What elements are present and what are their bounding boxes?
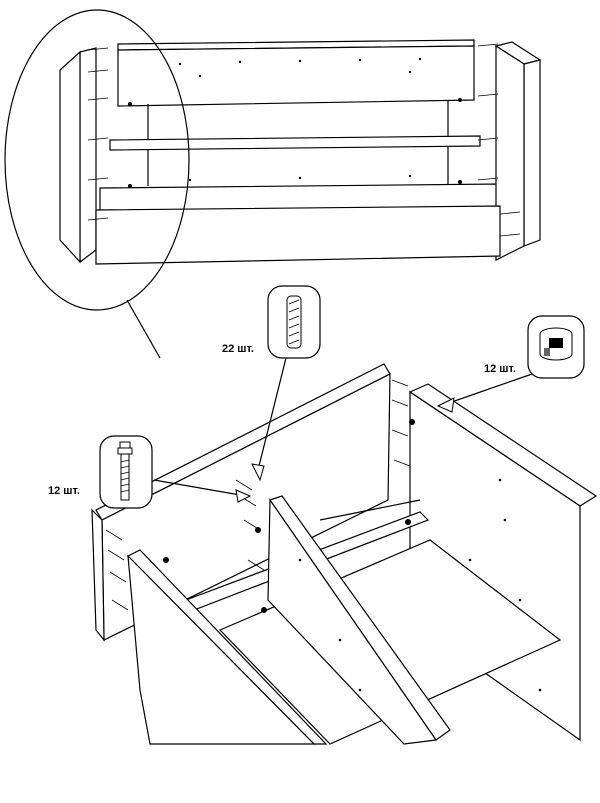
dowel-icon: [286, 295, 302, 349]
detail-ellipse: [4, 9, 190, 311]
overview-assembly: [4, 9, 542, 359]
cam-bolt-icon: [117, 441, 133, 501]
cam-lock-count-label: 12 шт.: [484, 363, 516, 375]
detail-assembly: [91, 363, 598, 745]
dowel-callout: 22 шт.: [222, 285, 321, 482]
dowel-count-label: 22 шт.: [222, 343, 254, 355]
cam-bolt-callout: 12 шт.: [48, 435, 252, 509]
cam-lock-icon: [539, 327, 573, 361]
cam-lock-callout: 12 шт.: [436, 315, 585, 413]
cam-bolt-count-label: 12 шт.: [48, 485, 80, 497]
